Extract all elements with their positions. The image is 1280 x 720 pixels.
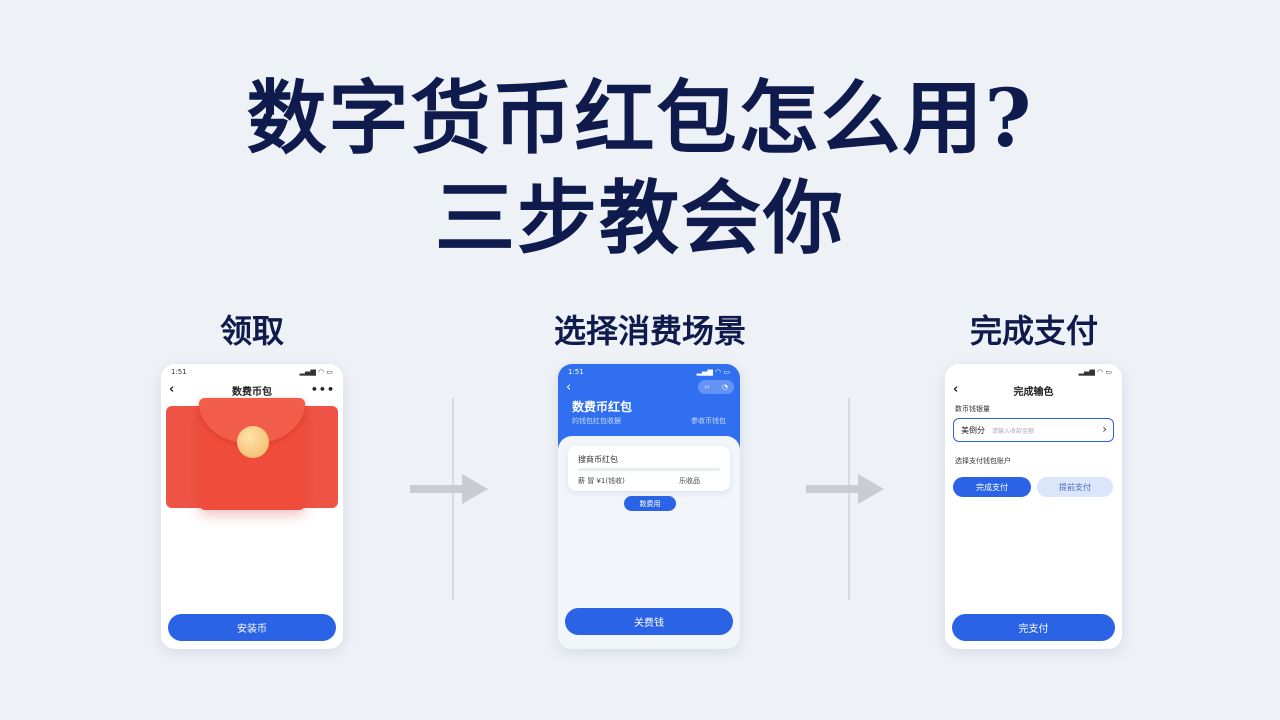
capsule-menu-icon[interactable]: ‹› [704, 383, 710, 391]
headline-line-2: 三步教会你 [435, 171, 845, 265]
header-title: 数费币红包 [572, 400, 633, 414]
status-bar: ▂▄▆ ◠ ▭ [955, 368, 1112, 378]
card-divider [578, 468, 720, 471]
amount-label: 数币钱银量 [955, 405, 990, 413]
card-title: 搜商币红包 [578, 455, 618, 464]
phone-step-3: ▂▄▆ ◠ ▭ ‹ 完成输色 数币钱银量 美倒分 请输入收款金额 › 选择支付钱… [945, 364, 1122, 649]
nav-bar: ‹ 完成输色 [945, 380, 1122, 400]
pay-button[interactable]: 关费钱 [565, 608, 733, 635]
headline-line-1: 数字货币红包怎么用? [246, 71, 1034, 165]
divider-2 [848, 398, 850, 600]
header-subtitle-right: 参收币钱包 [691, 417, 726, 425]
coin-icon [237, 426, 269, 458]
phone-step-1: 1:51 ▂▄▆ ◠ ▭ ‹ 数费币包 ••• 安装币 [161, 364, 343, 649]
chevron-right-icon: › [1102, 422, 1107, 436]
status-bar: 1:51 ▂▄▆ ◠ ▭ [171, 368, 333, 378]
nav-title: 数费币包 [232, 386, 272, 398]
card-amount: 薪 冒 ¥1(钱收) [578, 477, 625, 485]
status-time: 1:51 [171, 368, 187, 376]
header-subtitle-left: 的钱包红包收据 [572, 417, 621, 425]
arrow-right-icon [806, 474, 884, 504]
nav-title: 完成输色 [1013, 386, 1054, 398]
mini-program-capsule[interactable]: ‹› ◔ [698, 380, 734, 394]
step-2-label: 选择消费场景 [553, 312, 746, 350]
capsule-close-icon[interactable]: ◔ [721, 383, 728, 391]
phone-step-2: 1:51 ▂▄▆ ◠ ▭ ‹ ‹› ◔ 数费币红包 的钱包红包收据 参收币钱包 … [558, 364, 740, 649]
advance-pay-option-button[interactable]: 提前支付 [1037, 477, 1113, 497]
amount-input[interactable]: 美倒分 请输入收款金额 › [953, 418, 1114, 442]
input-placeholder: 请输入收款金额 [992, 428, 1035, 435]
arrow-right-icon [410, 474, 488, 504]
back-icon[interactable]: ‹ [566, 380, 572, 395]
nav-bar: ‹ 数费币包 ••• [161, 380, 343, 400]
confirm-pay-button[interactable]: 完支付 [952, 614, 1115, 641]
receive-button[interactable]: 安装币 [168, 614, 336, 641]
back-icon[interactable]: ‹ [169, 382, 175, 397]
status-time: 1:51 [568, 368, 584, 376]
redpacket-card[interactable]: 搜商币红包 薪 冒 ¥1(钱收) 乐收品 [568, 446, 730, 491]
wallet-label: 选择支付钱包账户 [955, 457, 1011, 465]
signal-icon: ▂▄▆ ◠ ▭ [1078, 368, 1112, 376]
divider-1 [452, 398, 454, 600]
input-prefix: 美倒分 [961, 426, 985, 435]
signal-icon: ▂▄▆ ◠ ▭ [696, 368, 730, 376]
complete-pay-option-button[interactable]: 完成支付 [953, 477, 1031, 497]
more-icon[interactable]: ••• [310, 383, 335, 396]
red-envelope-main[interactable] [199, 398, 305, 510]
back-icon[interactable]: ‹ [953, 382, 959, 397]
signal-icon: ▂▄▆ ◠ ▭ [299, 368, 333, 376]
consume-button[interactable]: 数费用 [624, 496, 676, 511]
status-bar: 1:51 ▂▄▆ ◠ ▭ [568, 368, 730, 378]
card-merchant: 乐收品 [679, 477, 700, 485]
step-1-label: 领取 [219, 312, 284, 350]
step-3-label: 完成支付 [969, 312, 1098, 350]
